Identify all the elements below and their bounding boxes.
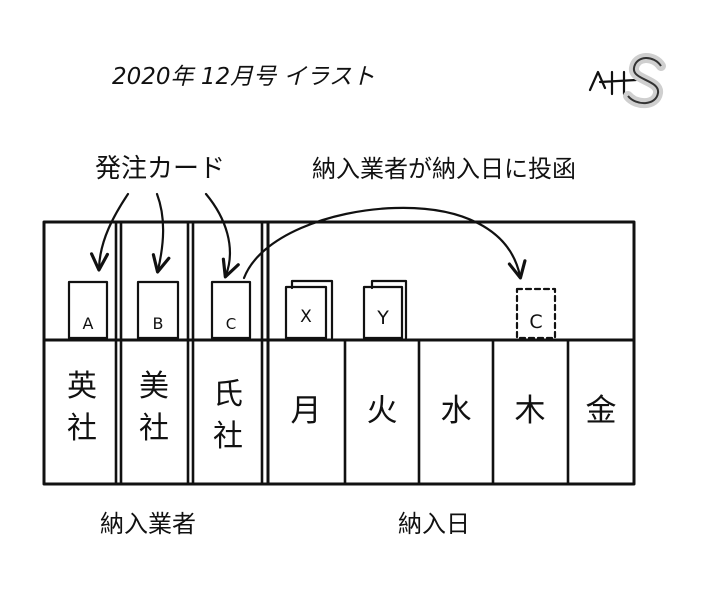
supplier-2-line1: 美 xyxy=(139,369,169,404)
arrow-to-card-b xyxy=(151,192,171,274)
supplier-dividers xyxy=(114,220,264,486)
order-card-label: 発注カード xyxy=(95,154,225,184)
page-title: 2020年 12月号 イラスト xyxy=(112,64,375,90)
deposit-note: 納入業者が納入日に投函 xyxy=(312,155,576,183)
supplier-2-line2: 社 xyxy=(139,411,169,446)
day-thu: 木 xyxy=(515,393,546,429)
day-wed: 水 xyxy=(441,393,472,429)
day-mon: 月 xyxy=(291,393,322,429)
delivery-section-label: 納入日 xyxy=(398,510,470,538)
weekday-labels: 月 火 水 木 金 xyxy=(291,393,617,429)
card-a-label: A xyxy=(83,314,94,333)
supplier-1-line2: 社 xyxy=(67,411,97,446)
card-c: C xyxy=(210,280,252,340)
supplier-3-line1: 氏 xyxy=(213,377,243,412)
card-b-label: B xyxy=(153,314,164,333)
signature-logo: RHS xyxy=(588,53,666,109)
card-c-label: C xyxy=(226,315,236,333)
supplier-1-line1: 英 xyxy=(67,369,97,404)
day-tue: 火 xyxy=(367,393,398,429)
board-frame xyxy=(42,220,636,486)
supplier-3-line2: 社 xyxy=(213,419,243,454)
moved-card-c: C xyxy=(515,287,557,340)
card-y: Y xyxy=(362,279,408,340)
moved-card-c-label: C xyxy=(529,311,542,333)
arrow-to-card-c xyxy=(204,192,240,279)
card-a: A xyxy=(67,280,109,340)
arrow-card-c-to-thursday xyxy=(242,206,527,280)
day-fri: 金 xyxy=(586,393,617,429)
card-x-label: X xyxy=(300,307,312,327)
card-y-label: Y xyxy=(376,307,389,329)
supplier-names: 英 社 美 社 氏 社 xyxy=(67,369,243,454)
card-x: X xyxy=(284,279,334,340)
signature-text: RHS xyxy=(600,97,613,104)
supplier-section-label: 納入業者 xyxy=(100,510,196,538)
day-dividers xyxy=(343,338,570,486)
card-b: B xyxy=(136,280,180,340)
arrow-to-card-a xyxy=(90,192,130,272)
